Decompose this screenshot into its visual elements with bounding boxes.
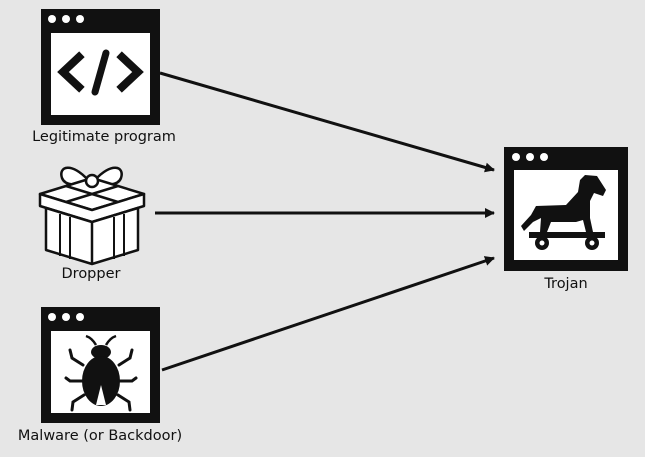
dropper-label: Dropper (61, 266, 121, 282)
trojan-label: Trojan (544, 276, 588, 292)
edge-malware-to-trojan (161, 256, 495, 372)
code-window-icon (41, 9, 160, 125)
gift-box-icon (38, 166, 146, 266)
trojan-horse-window-icon (504, 147, 628, 271)
legitimate-program-label: Legitimate program (32, 129, 176, 145)
bug-window-icon (41, 307, 160, 423)
edge-legitimate-to-trojan (159, 71, 495, 173)
malware-label: Malware (or Backdoor) (17, 428, 183, 444)
